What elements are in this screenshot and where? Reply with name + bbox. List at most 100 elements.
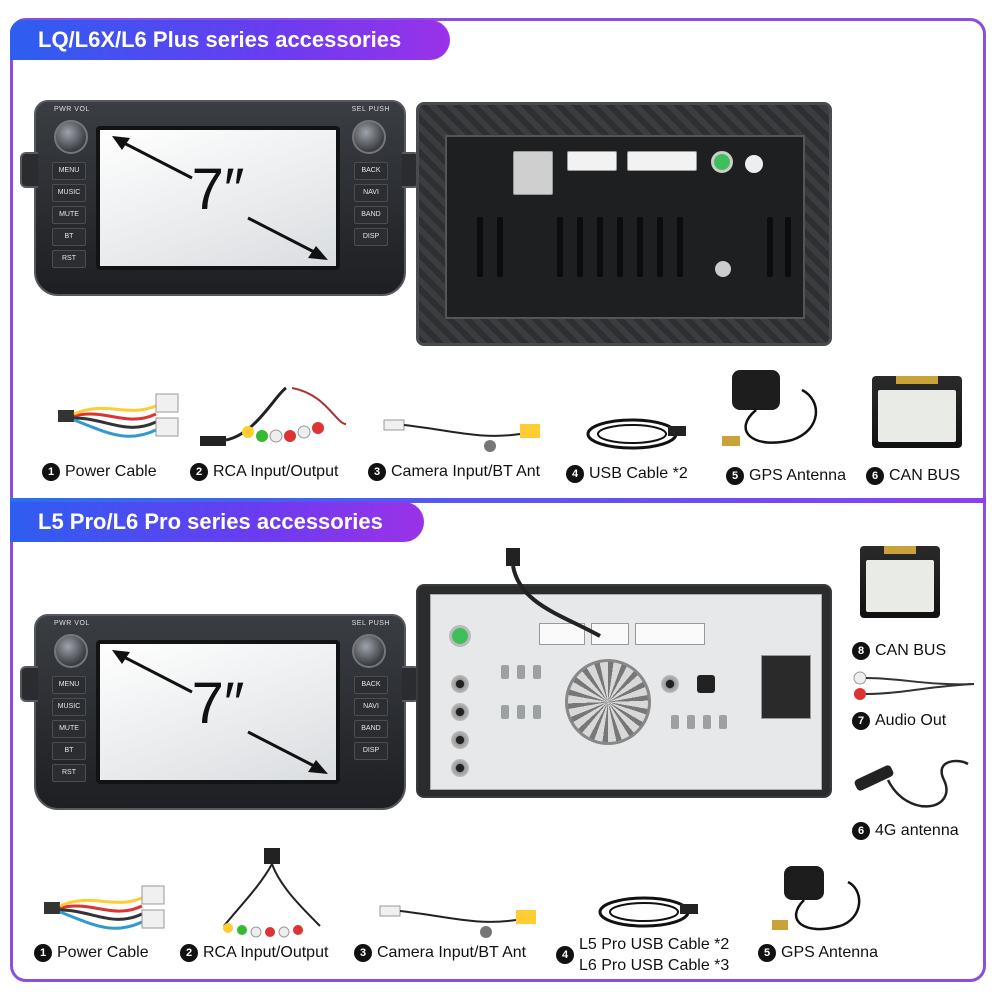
rst-button: RST bbox=[52, 764, 86, 782]
vent-slot bbox=[617, 217, 623, 277]
gps-screw-icon bbox=[715, 261, 731, 277]
audio-jack-icon bbox=[451, 731, 469, 749]
number-badge: 2 bbox=[190, 463, 208, 481]
music-button: MUSIC bbox=[52, 184, 86, 202]
rear-chassis bbox=[445, 135, 805, 319]
connector-strip bbox=[896, 376, 938, 384]
accessory-label: RCA Input/Output bbox=[213, 463, 339, 480]
vent-hole bbox=[533, 665, 541, 679]
accessory-label: GPS Antenna bbox=[749, 467, 846, 484]
section-title-top: LQ/L6X/L6 Plus series accessories bbox=[10, 20, 450, 60]
vent-slot bbox=[577, 217, 583, 277]
section-title-bottom: L5 Pro/L6 Pro series accessories bbox=[10, 502, 424, 542]
navi-button: NAVI bbox=[354, 184, 388, 202]
accessory-label: CAN BUS bbox=[875, 642, 947, 659]
usb-cable-image bbox=[598, 896, 698, 928]
accessory-caption: 4 USB Cable *2 bbox=[566, 465, 688, 483]
accessory-label: Power Cable bbox=[65, 463, 157, 480]
bt-button: BT bbox=[52, 228, 86, 246]
power-cable-image bbox=[58, 393, 179, 438]
accessory-label: USB Cable *2 bbox=[589, 465, 688, 482]
accessory-label: GPS Antenna bbox=[781, 944, 878, 961]
mute-button: MUTE bbox=[52, 720, 86, 738]
band-button: BAND bbox=[354, 206, 388, 224]
disp-button: DISP bbox=[354, 742, 388, 760]
audio-out-cable-image bbox=[853, 671, 975, 700]
vent-slot bbox=[637, 217, 643, 277]
pwr-vol-label: PWR VOL bbox=[54, 620, 90, 627]
rca-cable-image bbox=[200, 386, 347, 446]
accessory-label: Power Cable bbox=[57, 944, 149, 961]
diagonal-arrows-icon bbox=[112, 650, 328, 774]
number-badge: 8 bbox=[852, 642, 870, 660]
accessory-label-lines: L5 Pro USB Cable *2 L6 Pro USB Cable *3 bbox=[579, 934, 729, 976]
audio-jack-icon bbox=[451, 759, 469, 777]
select-knob bbox=[352, 634, 386, 668]
number-badge: 4 bbox=[566, 465, 584, 483]
box-sticker bbox=[866, 560, 934, 612]
accessory-label: 4G antenna bbox=[875, 822, 959, 839]
mute-button: MUTE bbox=[52, 206, 86, 224]
right-button-column: BACK NAVI BAND DISP bbox=[354, 676, 388, 760]
rca-cable-image bbox=[223, 848, 321, 938]
screen-size-label: 7″ bbox=[191, 671, 245, 736]
vent-slot bbox=[767, 217, 773, 277]
back-button: BACK bbox=[354, 676, 388, 694]
connector-strip bbox=[884, 546, 916, 554]
head-unit-rear-bottom bbox=[416, 584, 832, 798]
back-button: BACK bbox=[354, 162, 388, 180]
gps-antenna-image bbox=[772, 866, 861, 931]
accessory-caption: 4 L5 Pro USB Cable *2 L6 Pro USB Cable *… bbox=[556, 934, 729, 976]
vent-hole bbox=[517, 705, 525, 719]
can-bus-box-image bbox=[872, 376, 962, 448]
accessory-label: Camera Input/BT Ant bbox=[377, 944, 527, 961]
white-connector bbox=[627, 151, 697, 171]
sel-push-label: SEL PUSH bbox=[351, 106, 390, 113]
number-badge: 7 bbox=[852, 712, 870, 730]
band-button: BAND bbox=[354, 720, 388, 738]
screen-size-label: 7″ bbox=[191, 157, 245, 222]
audio-jack-icon bbox=[451, 703, 469, 721]
menu-button: MENU bbox=[52, 676, 86, 694]
number-badge: 6 bbox=[852, 822, 870, 840]
white-connector bbox=[635, 623, 705, 645]
accessory-caption: 2 RCA Input/Output bbox=[180, 944, 328, 962]
navi-button: NAVI bbox=[354, 698, 388, 716]
usb-cable-image bbox=[586, 418, 686, 450]
vent-hole bbox=[719, 715, 727, 729]
optical-port-icon bbox=[697, 675, 715, 693]
number-badge: 4 bbox=[556, 946, 574, 964]
accessory-caption: 6 4G antenna bbox=[852, 822, 959, 840]
sel-push-label: SEL PUSH bbox=[351, 620, 390, 627]
gps-antenna-image bbox=[722, 370, 818, 446]
volume-knob bbox=[54, 120, 88, 154]
power-connector bbox=[761, 655, 811, 719]
accessory-caption: 6 CAN BUS bbox=[866, 467, 960, 485]
4g-antenna-image bbox=[854, 759, 969, 808]
accessory-label: Audio Out bbox=[875, 712, 947, 729]
left-button-column: MENU MUSIC MUTE BT RST bbox=[52, 162, 86, 268]
audio-jack-icon bbox=[451, 675, 469, 693]
accessory-caption: 7 Audio Out bbox=[852, 712, 946, 730]
accessory-label: L5 Pro USB Cable *2 bbox=[579, 936, 730, 953]
rear-plate bbox=[430, 594, 822, 790]
mount-ear-left bbox=[20, 666, 38, 702]
camera-cable-image bbox=[383, 419, 540, 452]
gps-port-icon bbox=[711, 151, 733, 173]
vent-slot bbox=[557, 217, 563, 277]
box-sticker bbox=[878, 390, 956, 442]
accessory-label: RCA Input/Output bbox=[203, 944, 329, 961]
number-badge: 5 bbox=[758, 944, 776, 962]
accessory-caption: 5 GPS Antenna bbox=[758, 944, 878, 962]
number-badge: 1 bbox=[42, 463, 60, 481]
number-badge: 2 bbox=[180, 944, 198, 962]
antenna-port-icon bbox=[449, 625, 471, 647]
head-unit-rear-top bbox=[416, 102, 832, 346]
cooling-fan-icon bbox=[565, 659, 651, 745]
volume-knob bbox=[54, 634, 88, 668]
number-badge: 3 bbox=[368, 463, 386, 481]
accessory-label: Camera Input/BT Ant bbox=[391, 463, 541, 480]
accessory-label: CAN BUS bbox=[889, 467, 961, 484]
white-connector bbox=[591, 623, 629, 645]
display-screen: 7″ bbox=[96, 126, 340, 270]
